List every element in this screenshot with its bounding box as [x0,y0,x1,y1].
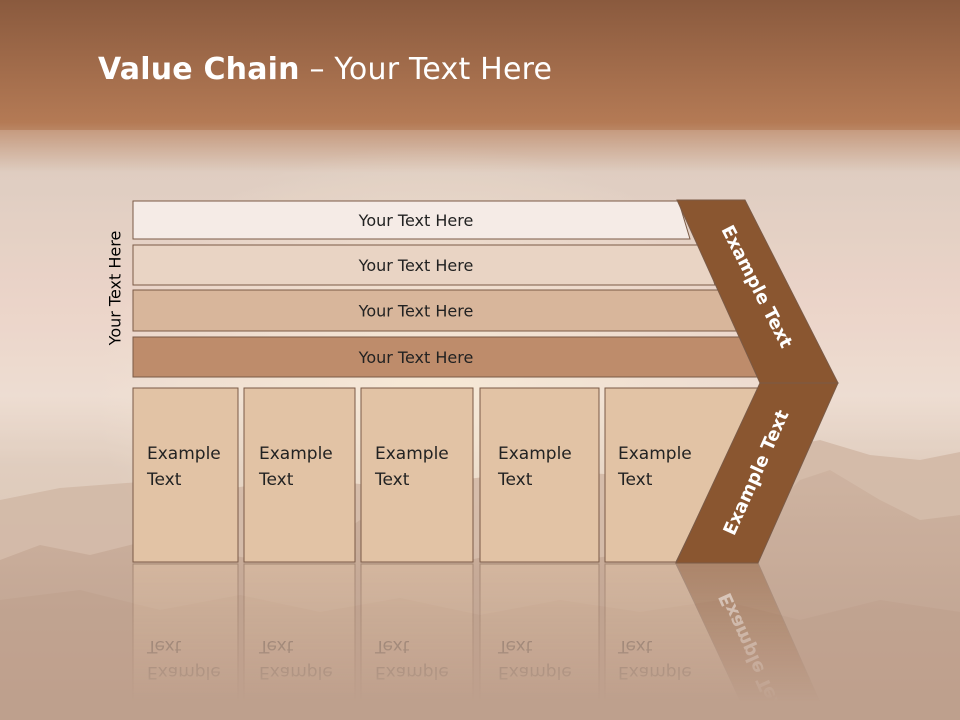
column-label-line2: Text [374,470,410,490]
chevron-lower-segment [675,382,839,564]
column-box [479,387,600,563]
column-box [132,387,239,563]
column-label-line1: Example [375,444,449,464]
row-label: Your Text Here [358,348,474,367]
column-label-line2: Text [497,470,533,490]
column-label-line1: Example [259,444,333,464]
column-label-line1: Example [375,662,449,682]
row-label: Your Text Here [358,256,474,275]
row-label: Your Text Here [358,302,474,321]
reflection-column-box [360,563,474,720]
column-label-line2: Text [146,470,182,490]
slide-title-rest: – Your Text Here [299,52,553,87]
column-label-line1: Example [147,444,221,464]
column-box [243,387,356,563]
column-label-line1: Example [147,662,221,682]
row-bar [132,244,716,286]
column-label-line2: Text [617,636,653,656]
column-box [360,387,474,563]
slide-title-bold: Value Chain [98,52,300,87]
reflection-column-box [243,563,356,720]
column-label-line1: Example [498,662,572,682]
column-label-line2: Text [258,636,294,656]
column-label-line1: Example [618,444,692,464]
column-label-line2: Text [258,470,294,490]
row-bar [132,200,691,240]
reflection-column-box [479,563,600,720]
row-label: Your Text Here [358,211,474,230]
column-label-line1: Example [498,444,572,464]
column-label-line1: Example [259,662,333,682]
column-label-line2: Text [374,636,410,656]
reflection-column-box [132,563,239,720]
column-label-line2: Text [497,636,533,656]
column-label-line2: Text [617,470,653,490]
column-label-line1: Example [618,662,692,682]
slide-title: Value Chain – Your Text Here [98,52,552,87]
column-label-line2: Text [146,636,182,656]
